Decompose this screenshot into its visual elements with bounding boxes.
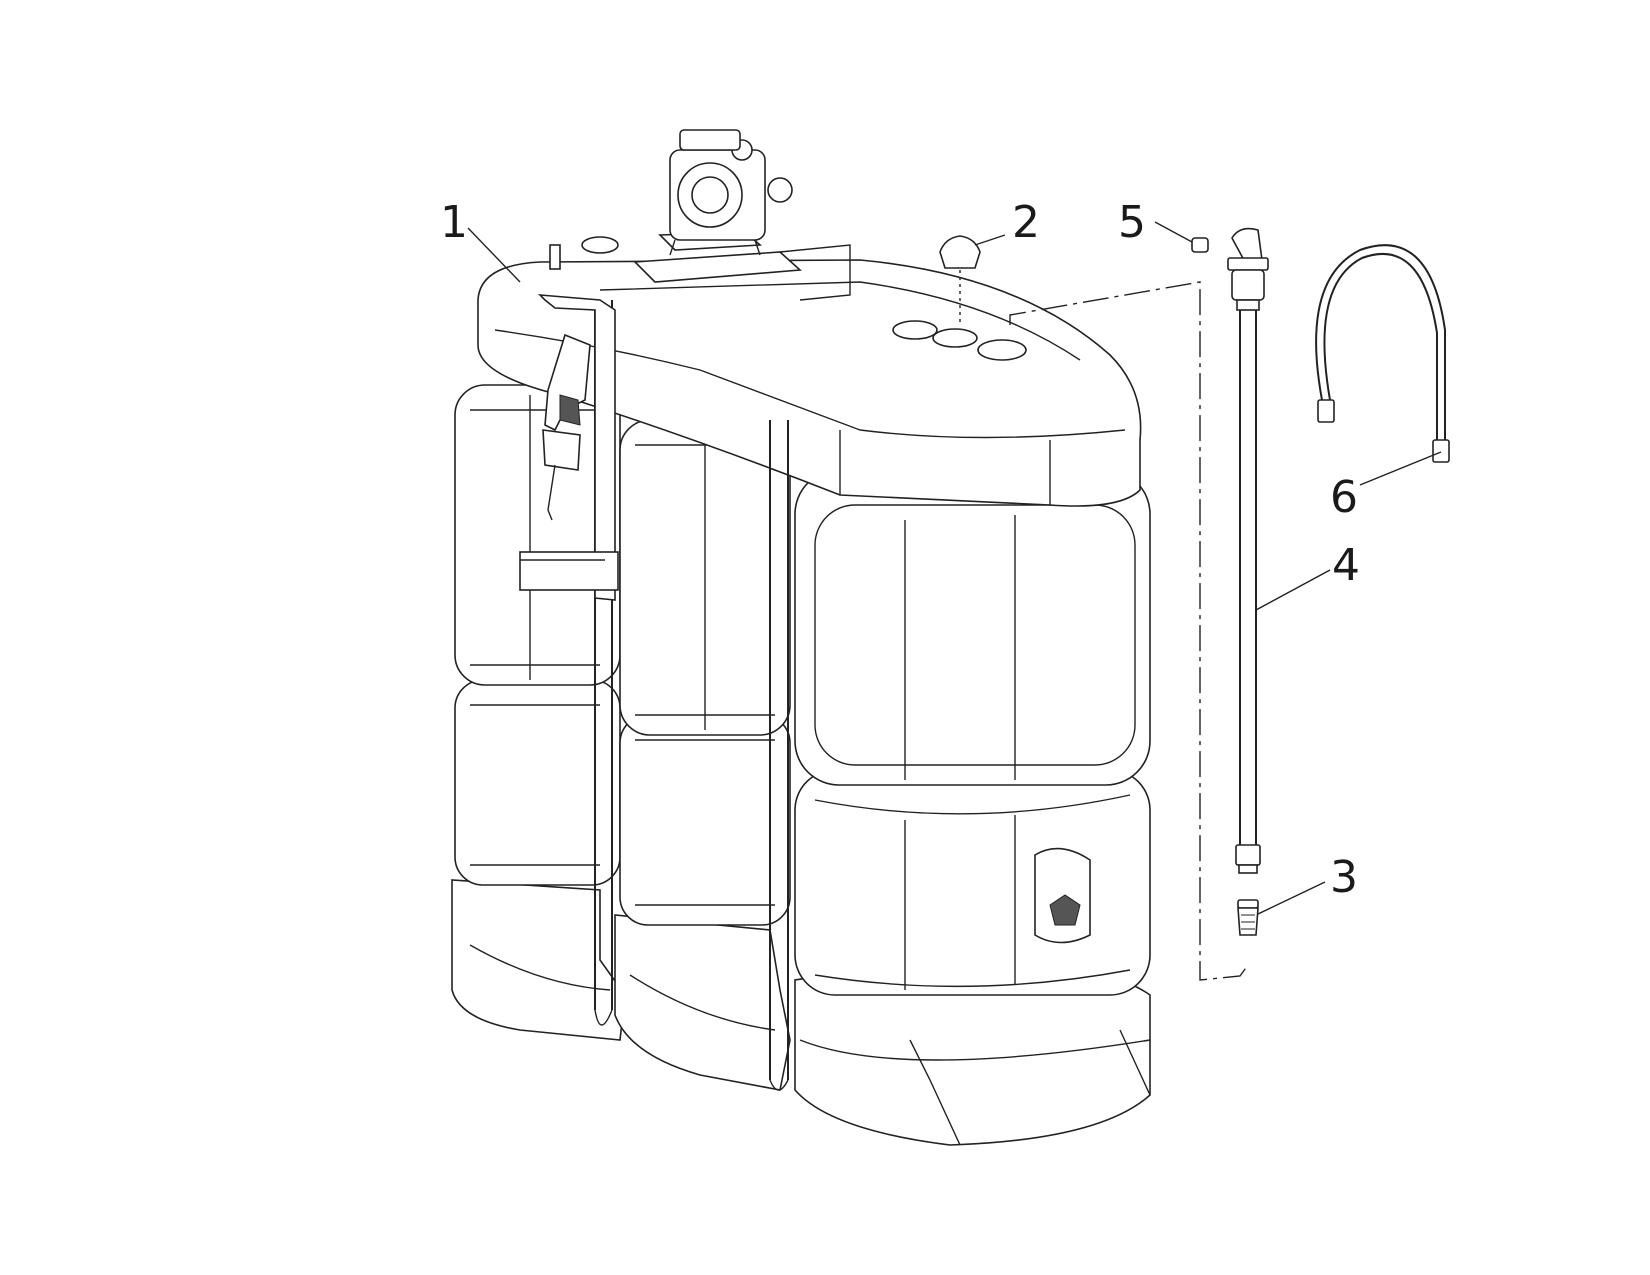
- part-5-bushing: [1191, 237, 1209, 253]
- callout-labels: 1 2 3 4 5 6: [440, 197, 1360, 903]
- leader-line-5: [1154, 221, 1193, 243]
- leader-lines: [467, 221, 1442, 915]
- nozzle-holster: [519, 294, 619, 601]
- assembly-centerline: [1009, 281, 1249, 981]
- callout-4: 4: [1332, 540, 1360, 591]
- leader-line-2: [974, 234, 1006, 246]
- callout-1: 1: [440, 197, 468, 248]
- leader-line-6: [1359, 451, 1442, 486]
- part-4-suction-tube: [1227, 227, 1269, 874]
- callout-6: 6: [1330, 472, 1358, 523]
- pump-assembly: [633, 129, 851, 301]
- part-3-foot-valve: [1237, 899, 1259, 936]
- drain-port: [1034, 847, 1091, 944]
- tank-assembly: [451, 129, 1151, 1146]
- callout-5: 5: [1118, 197, 1146, 248]
- part-2-cap: [939, 235, 981, 325]
- callout-2: 2: [1012, 197, 1040, 248]
- tank-upper-tier: [454, 384, 1151, 786]
- leader-line-4: [1255, 569, 1331, 611]
- leader-line-3: [1257, 881, 1326, 915]
- part-6-hose: [1315, 244, 1450, 463]
- callout-3: 3: [1330, 852, 1358, 903]
- leader-line-1: [467, 227, 521, 283]
